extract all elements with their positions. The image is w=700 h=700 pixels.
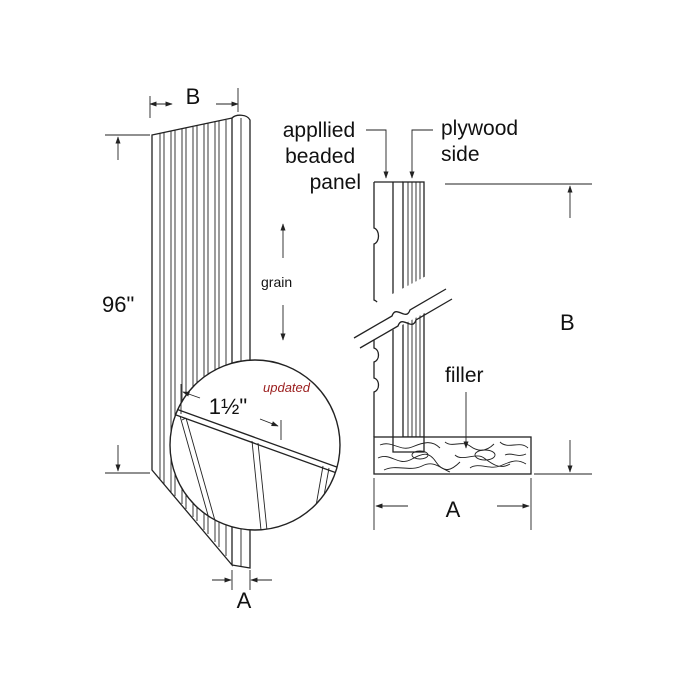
filler-callout: filler [445, 364, 484, 449]
applied-panel-label: appllied beaded panel [283, 119, 361, 194]
width-label: B [186, 84, 201, 109]
grain-label: grain [261, 274, 292, 290]
plywood-side-label: plywood side [441, 117, 524, 166]
section-leaders: appllied beaded panel plywood side [283, 117, 524, 194]
section-height-label: B [560, 310, 575, 335]
section-view [352, 181, 532, 475]
bead-spacing-label: 1½" [209, 394, 247, 419]
thickness-dimension-a: A [212, 570, 272, 613]
filler-label: filler [445, 364, 484, 387]
section-width-dimension-a: A [373, 478, 532, 530]
section-height-dimension-b: B [445, 183, 592, 475]
height-dimension-96: 96" [102, 134, 150, 474]
thickness-label: A [237, 588, 252, 613]
filler-wood-grain [377, 441, 529, 473]
bead-detail-callout: 1½" updated [169, 359, 341, 531]
height-label: 96" [102, 292, 134, 317]
break-line [352, 272, 453, 349]
section-width-label: A [446, 497, 461, 522]
grain-direction: grain [261, 223, 292, 341]
updated-note: updated [263, 380, 311, 395]
width-dimension-b: B [149, 84, 239, 118]
